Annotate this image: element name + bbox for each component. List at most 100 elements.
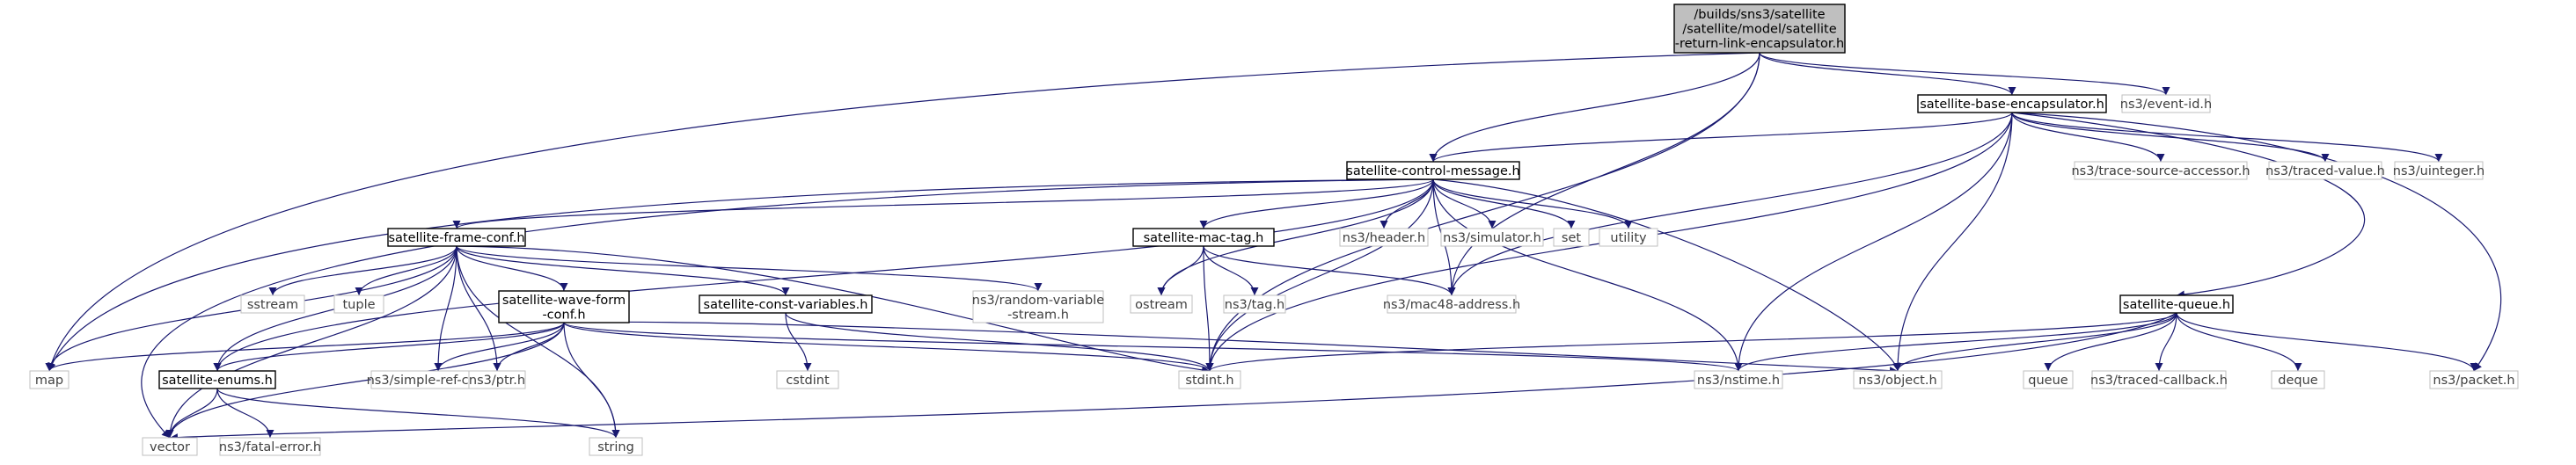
node-root[interactable]: /builds/sns3/satellite/satellite/model/s… <box>1673 4 1846 54</box>
edge-base_encap-to-queue_h <box>2011 112 2366 299</box>
node-label: ns3/traced-value.h <box>2265 164 2385 178</box>
edge-wave_form-to-object <box>563 321 1899 375</box>
edge-base_encap-to-nstime <box>1734 112 2013 372</box>
node-box <box>1130 294 1193 314</box>
node-map: map <box>29 370 70 389</box>
edge-control_msg-to-mac_tag <box>1199 178 1434 229</box>
node-label: deque <box>2278 374 2318 388</box>
node-mac_tag[interactable]: satellite-mac-tag.h <box>1132 228 1275 247</box>
edge-wave_form-to-map <box>45 322 565 372</box>
node-queue_h[interactable]: satellite-queue.h <box>2119 294 2234 314</box>
edge-root-to-base_encap <box>1759 52 2016 96</box>
node-packet: ns3/packet.h <box>2429 370 2519 389</box>
node-box <box>2023 370 2074 389</box>
node-string: string <box>589 437 643 456</box>
edge-frame_conf-to-simple_ref <box>434 245 457 372</box>
edge-control_msg-to-object <box>1432 178 1900 372</box>
edge-base_encap-to-trace_src <box>2011 112 2165 163</box>
node-box <box>972 290 1104 323</box>
edge-frame_conf-to-tuple <box>355 245 457 296</box>
node-label: ns3/fatal-error.h <box>219 440 321 454</box>
edge-root-to-stdint <box>1205 52 1760 372</box>
node-label: ostream <box>1135 298 1188 312</box>
node-label: sstream <box>247 298 298 312</box>
node-box <box>1853 370 1943 389</box>
edge-enums-to-fatal_error <box>216 388 274 439</box>
node-box <box>2394 161 2484 180</box>
node-box <box>1917 94 2107 113</box>
node-ptr: ns3/ptr.h <box>468 370 526 389</box>
node-box <box>142 437 198 456</box>
edge-wave_form-to-stdint <box>563 322 1214 372</box>
node-traced_cb: ns3/traced-callback.h <box>2090 370 2228 389</box>
node-object: ns3/object.h <box>1853 370 1943 389</box>
edge-mac_tag-to-ostream <box>1157 245 1204 296</box>
edge-frame_conf-to-vector <box>165 245 457 439</box>
node-const_vars[interactable]: satellite-const-variables.h <box>699 294 873 314</box>
node-label: /satellite/model/satellite <box>1682 23 1836 37</box>
edge-root-to-event_id <box>1759 52 2170 96</box>
node-label: satellite-mac-tag.h <box>1144 231 1264 245</box>
node-stdint: stdint.h <box>1178 370 1241 389</box>
node-label: queue <box>2028 374 2068 388</box>
node-box <box>2119 294 2234 314</box>
node-label: satellite-queue.h <box>2123 298 2230 312</box>
node-control_msg[interactable]: satellite-control-message.h <box>1346 161 1520 180</box>
edge-frame_conf-to-sstream <box>268 245 457 296</box>
node-box <box>2271 370 2325 389</box>
node-label: -stream.h <box>1007 308 1069 322</box>
node-base_encap[interactable]: satellite-base-encapsulator.h <box>1917 94 2107 113</box>
edge-base_encap-to-traced_value <box>2011 112 2330 163</box>
node-label: vector <box>150 440 190 454</box>
edge-base_encap-to-control_msg <box>1429 112 2013 163</box>
node-label: ns3/packet.h <box>2433 374 2514 388</box>
node-label: ns3/event-id.h <box>2120 98 2212 112</box>
edge-wave_form-to-string <box>563 322 620 439</box>
edge-wave_form-to-ptr <box>493 322 565 372</box>
edge-mac_tag-to-tag <box>1203 245 1259 296</box>
node-label: ns3/tag.h <box>1225 298 1284 312</box>
edge-queue_h-to-stdint <box>1205 312 2177 372</box>
node-set: set <box>1553 228 1590 247</box>
node-label: ns3/random-variable <box>972 294 1105 308</box>
node-box <box>468 370 526 389</box>
node-label: -conf.h <box>542 308 585 322</box>
node-traced_value: ns3/traced-value.h <box>2265 161 2385 180</box>
node-frame_conf[interactable]: satellite-frame-conf.h <box>387 228 526 247</box>
node-box <box>2091 370 2227 389</box>
edge-control_msg-to-simulator <box>1432 178 1497 229</box>
edge-wave_form-to-enums <box>213 322 565 372</box>
node-label: satellite-control-message.h <box>1346 164 1519 178</box>
edge-queue_h-to-vector <box>169 312 2177 442</box>
node-wave_form[interactable]: satellite-wave-form-conf.h <box>498 290 630 323</box>
edge-root-to-map <box>47 52 1760 372</box>
node-label: satellite-base-encapsulator.h <box>1920 98 2104 112</box>
node-box <box>2074 161 2248 180</box>
node-label: ns3/header.h <box>1343 231 1425 245</box>
node-box <box>2268 161 2382 180</box>
node-random_var: ns3/random-variable-stream.h <box>972 290 1105 323</box>
edge-const_vars-to-cstdint <box>785 312 812 372</box>
node-label: utility <box>1610 231 1647 245</box>
node-label: set <box>1562 231 1581 245</box>
node-box <box>1440 228 1544 247</box>
edge-wave_form-to-nstime <box>563 322 1743 372</box>
node-box <box>2121 94 2211 113</box>
node-label: cstdint <box>786 374 830 388</box>
node-label: -return-link-encapsulator.h <box>1675 37 1845 51</box>
edge-control_msg-to-map <box>48 178 1434 372</box>
edge-root-to-control_msg <box>1429 52 1760 163</box>
node-box <box>240 294 305 314</box>
node-label: string <box>597 440 634 454</box>
node-label: satellite-frame-conf.h <box>388 231 524 245</box>
node-label: satellite-const-variables.h <box>704 298 868 312</box>
node-enums[interactable]: satellite-enums.h <box>158 370 276 389</box>
node-vector: vector <box>142 437 198 456</box>
edge-root-to-mac48 <box>1447 52 1760 296</box>
edge-mac_tag-to-stdint <box>1203 245 1214 372</box>
edge-base_encap-to-object <box>1893 112 2013 372</box>
node-box <box>1339 228 1429 247</box>
node-label: ns3/ptr.h <box>469 374 525 388</box>
node-tag: ns3/tag.h <box>1223 294 1286 314</box>
node-box <box>1553 228 1590 247</box>
